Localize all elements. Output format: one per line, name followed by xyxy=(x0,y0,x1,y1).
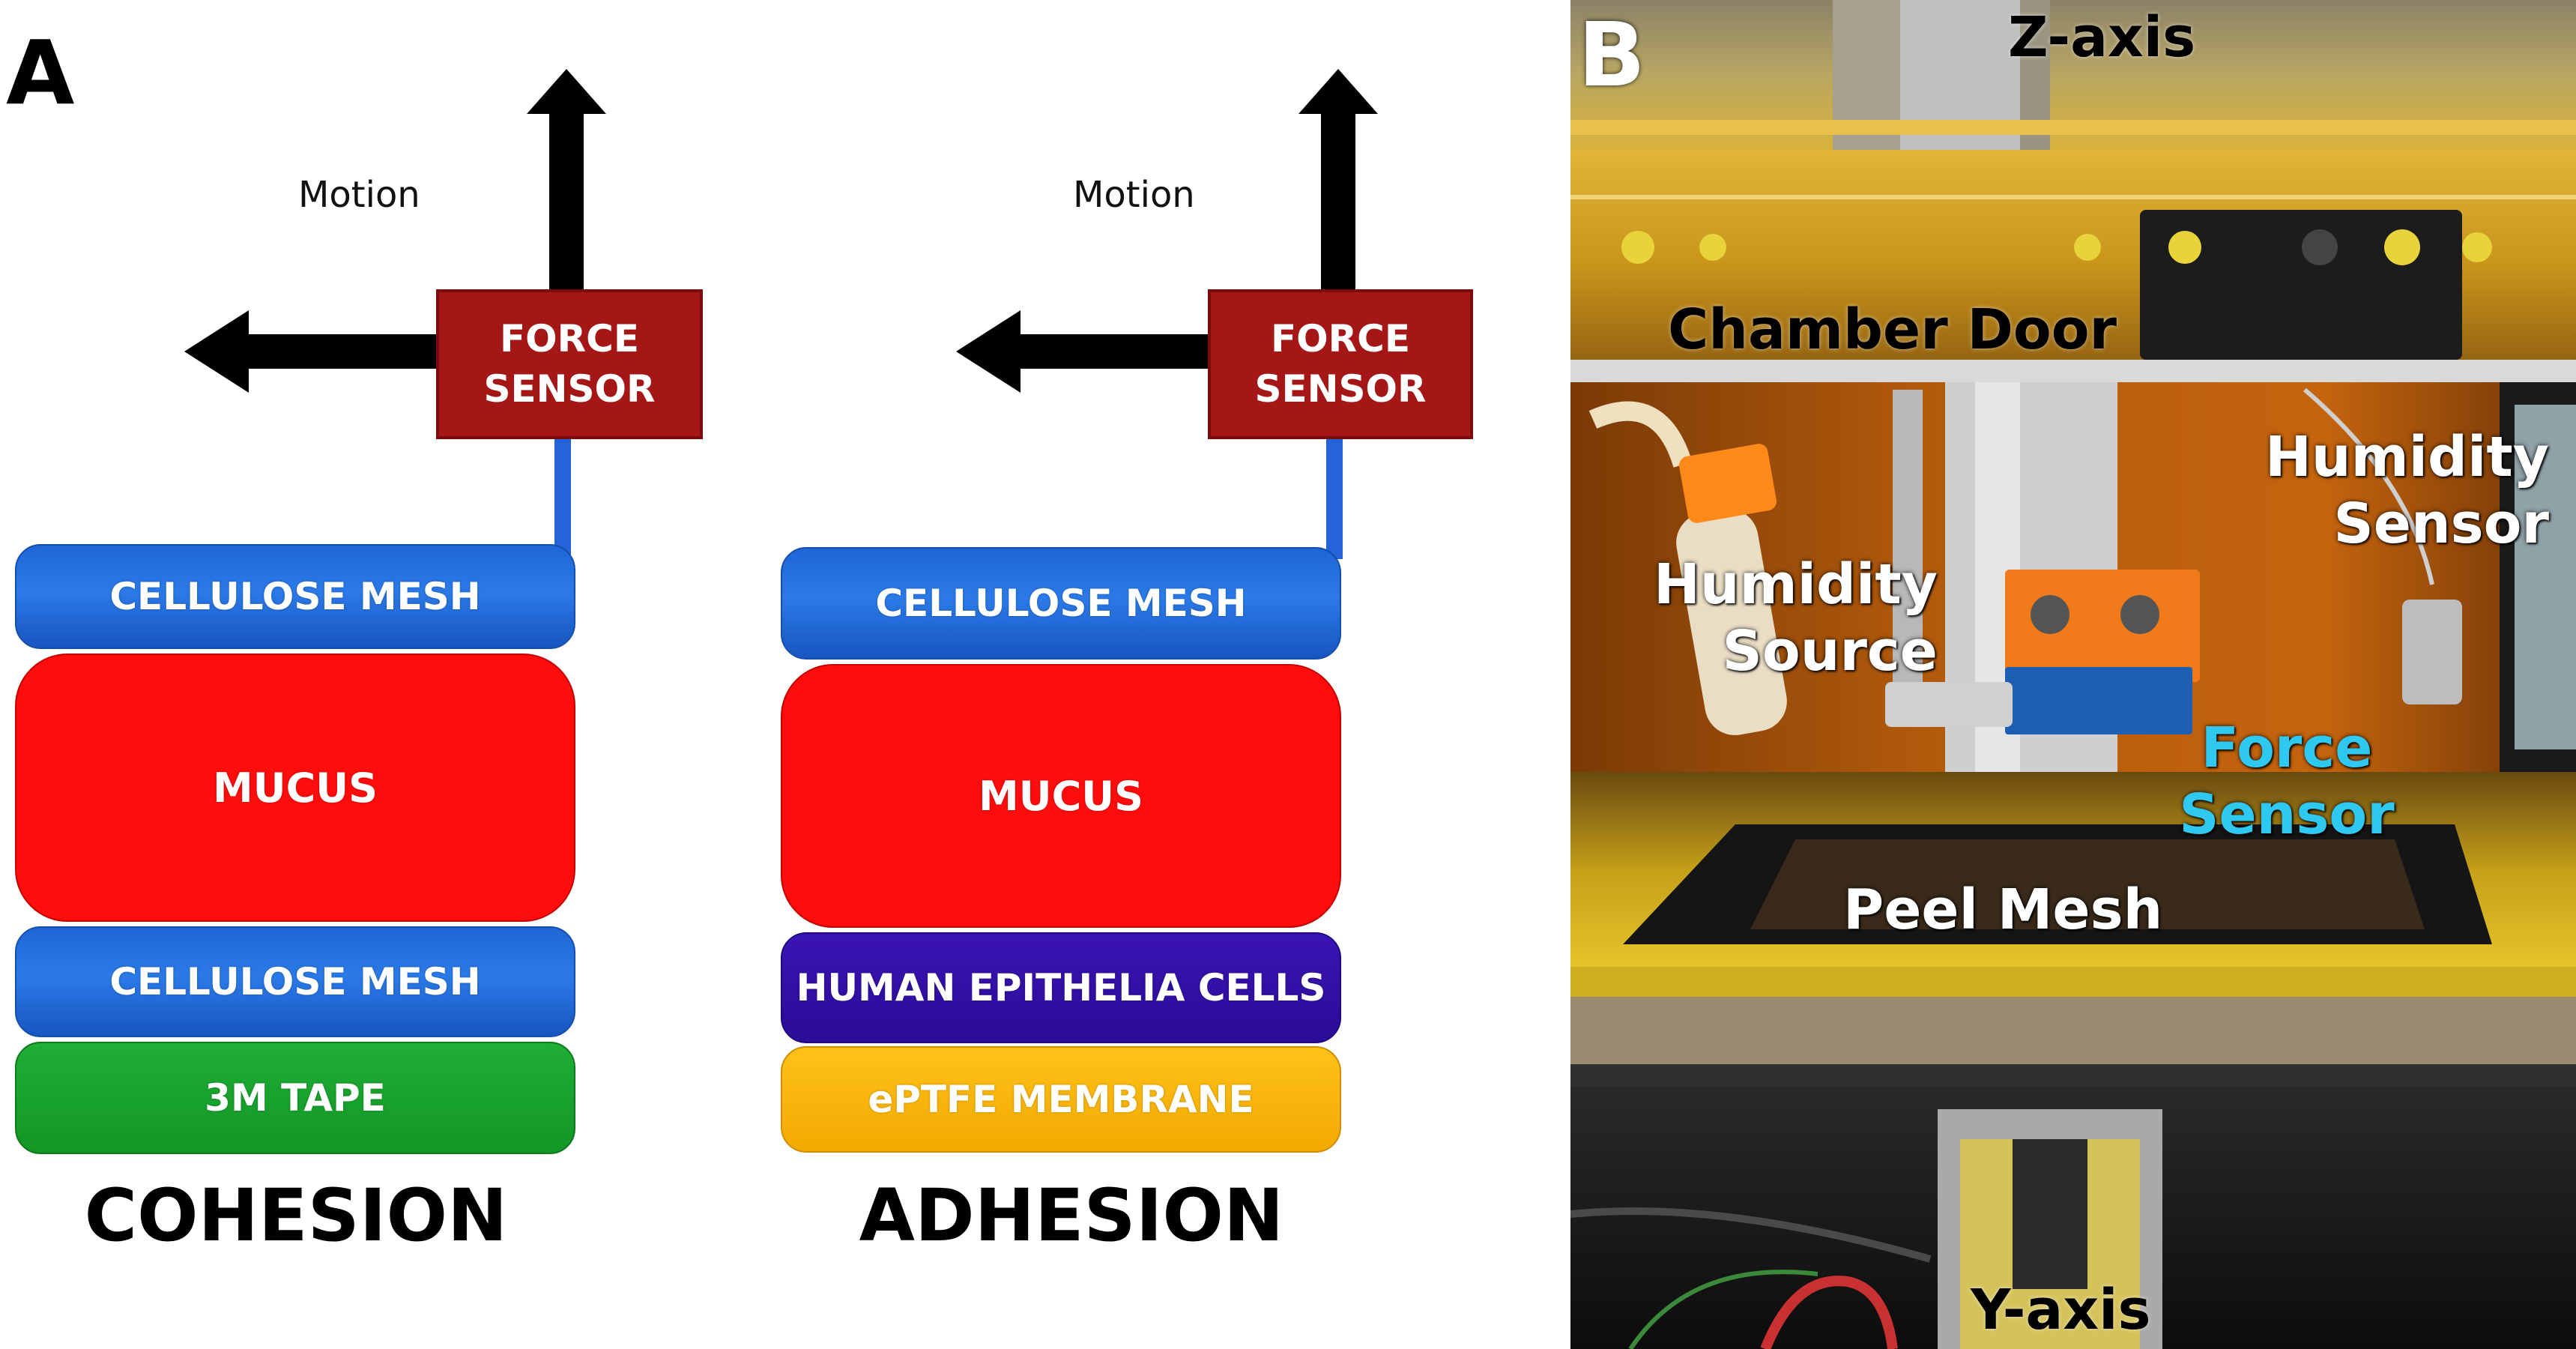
chamber-door-label: Chamber Door xyxy=(1668,298,2117,362)
humidity-source-label: Humidity Source xyxy=(1593,552,1938,685)
y-axis-label: Y-axis xyxy=(1971,1278,2151,1342)
adhesion-sensor-cable xyxy=(1326,439,1343,559)
cohesion-motion-arrows-icon xyxy=(184,69,606,393)
adhesion-caption: ADHESION xyxy=(859,1174,1284,1258)
panel-letter-a: A xyxy=(6,21,75,124)
adhesion-layer-cellulose-mesh: CELLULOSE MESH xyxy=(781,547,1341,660)
cohesion-layer-3m-tape: 3M TAPE xyxy=(15,1042,575,1154)
humidity-source-label-line1: Humidity xyxy=(1653,552,1938,617)
cohesion-motion-label: Motion xyxy=(298,174,420,216)
panel-letter-b: B xyxy=(1578,3,1645,106)
cohesion-layer-cellulose-mesh-bottom: CELLULOSE MESH xyxy=(15,926,575,1037)
panel-b-photo: B Z-axis Chamber Door Humidity Sensor Hu… xyxy=(1570,0,2576,1349)
humidity-source-label-line2: Source xyxy=(1722,618,1938,683)
force-sensor-label-line2: Sensor xyxy=(2179,782,2395,847)
humidity-sensor-label-line2: Sensor xyxy=(2333,491,2549,556)
cohesion-sensor-cable xyxy=(554,439,571,559)
humidity-sensor-label: Humidity Sensor xyxy=(2204,424,2549,558)
adhesion-force-sensor: FORCE SENSOR xyxy=(1208,289,1473,439)
humidity-sensor-label-line1: Humidity xyxy=(2264,425,2549,489)
force-sensor-label: Force Sensor xyxy=(2152,715,2422,848)
cohesion-force-sensor-line2: SENSOR xyxy=(483,367,656,411)
force-sensor-label-line1: Force xyxy=(2201,716,2373,780)
adhesion-force-sensor-line1: FORCE xyxy=(1270,316,1410,360)
cohesion-caption: COHESION xyxy=(84,1174,508,1258)
cohesion-layer-mucus: MUCUS xyxy=(15,654,575,922)
apparatus-photo-illustration xyxy=(1570,0,2576,1349)
cohesion-force-sensor: FORCE SENSOR xyxy=(436,289,703,439)
adhesion-force-sensor-line2: SENSOR xyxy=(1254,367,1427,411)
adhesion-motion-arrows-icon xyxy=(956,69,1378,393)
adhesion-layer-eptfe-membrane: ePTFE MEMBRANE xyxy=(781,1046,1341,1153)
adhesion-layer-human-epithelia-cells: HUMAN EPITHELIA CELLS xyxy=(781,932,1341,1043)
adhesion-layer-mucus: MUCUS xyxy=(781,664,1341,928)
z-axis-label: Z-axis xyxy=(2008,5,2196,70)
peel-mesh-label: Peel Mesh xyxy=(1843,878,2163,942)
cohesion-layer-cellulose-mesh-top: CELLULOSE MESH xyxy=(15,544,575,649)
cohesion-force-sensor-line1: FORCE xyxy=(499,316,639,360)
adhesion-motion-label: Motion xyxy=(1073,174,1195,216)
